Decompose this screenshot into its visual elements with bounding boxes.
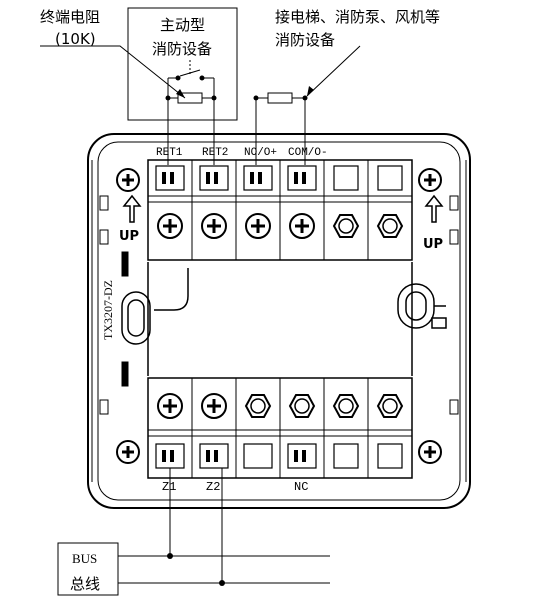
model-number: TX3207-DZ bbox=[101, 280, 115, 340]
end-resistor bbox=[168, 92, 214, 104]
socket-pins bbox=[162, 450, 306, 462]
active-device-box bbox=[127, 7, 238, 121]
terminal-label-z1: Z1 bbox=[162, 480, 176, 494]
connect-label: 接电梯、消防泵、风机等 bbox=[275, 8, 440, 26]
leader-lines bbox=[40, 45, 361, 99]
up-arrow-icon bbox=[122, 194, 142, 223]
terminal-label-ret1: RET1 bbox=[156, 147, 183, 159]
bus-label-box bbox=[57, 542, 119, 596]
module-outline bbox=[87, 133, 471, 509]
bottom-screws bbox=[157, 393, 404, 419]
mount-screws bbox=[116, 168, 442, 464]
bus-label-cn: 总线 bbox=[70, 575, 100, 593]
leader-arrow-2 bbox=[307, 86, 314, 96]
top-wires bbox=[167, 92, 306, 165]
top-sockets bbox=[155, 165, 403, 191]
bottom-sockets bbox=[155, 443, 403, 469]
side-marks bbox=[121, 251, 129, 387]
active-device-label-2: 消防设备 bbox=[152, 40, 212, 58]
switch-contact bbox=[167, 60, 215, 98]
module-inner-outline bbox=[97, 141, 461, 501]
up-arrow-icon bbox=[424, 194, 444, 223]
terminal-label-nc: NC bbox=[294, 480, 308, 494]
terminal-label-com: COM/O- bbox=[288, 147, 328, 159]
active-device-label: 主动型 bbox=[160, 16, 205, 34]
connect-label-2: 消防设备 bbox=[275, 31, 335, 49]
terminal-label-ret2: RET2 bbox=[202, 147, 228, 159]
junction-dot bbox=[253, 95, 259, 101]
terminal-label-z2: Z2 bbox=[206, 480, 220, 494]
junction-dot bbox=[302, 95, 308, 101]
up-label-left: UP bbox=[119, 229, 139, 244]
junction-dot bbox=[219, 580, 225, 586]
bus-label: BUS bbox=[72, 551, 97, 566]
center-body bbox=[121, 262, 447, 376]
terminal-label-no: NO/O+ bbox=[244, 147, 277, 159]
end-resistor-label: 终端电阻 bbox=[40, 8, 100, 26]
top-screws bbox=[157, 213, 404, 239]
end-resistor-value: (10K) bbox=[55, 30, 96, 48]
junction-dot bbox=[167, 553, 173, 559]
socket-pins bbox=[162, 172, 306, 184]
column-separators bbox=[191, 160, 369, 478]
side-rails bbox=[91, 160, 467, 482]
up-label-right: UP bbox=[423, 237, 443, 252]
